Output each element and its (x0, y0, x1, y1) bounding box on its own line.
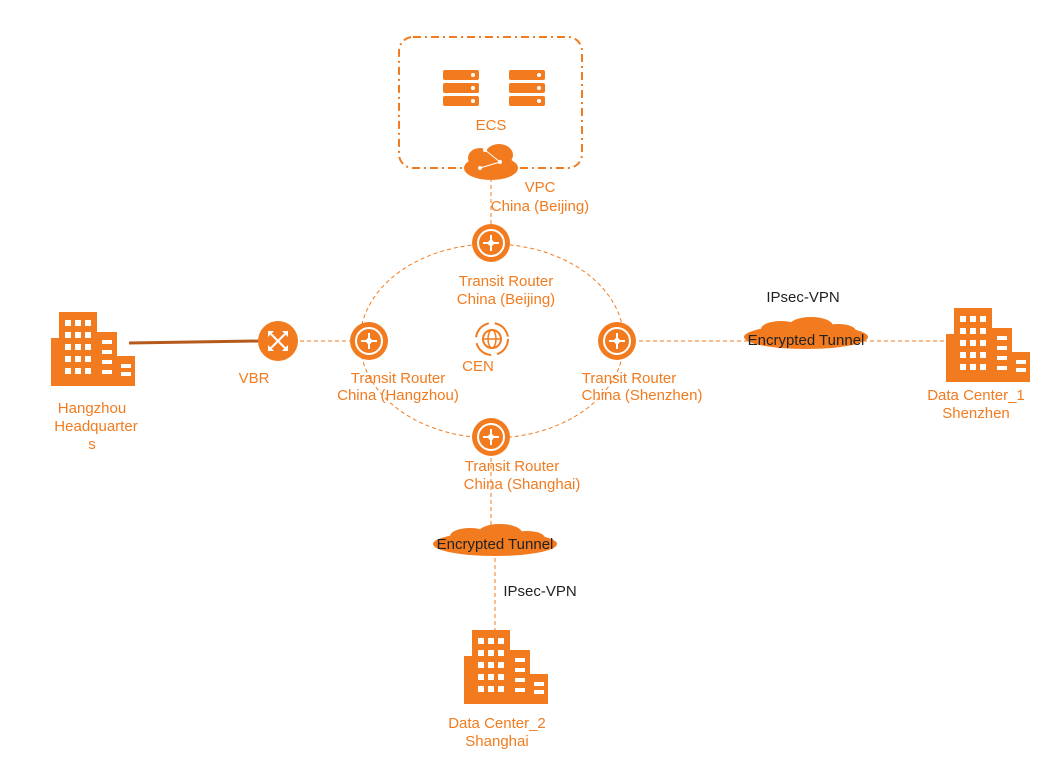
shanghai-dc-line2: Shanghai (465, 733, 528, 750)
vbr-icon (258, 321, 298, 361)
router-shenzhen-line1: Transit Router (582, 370, 676, 387)
connection-lines (300, 178, 948, 640)
shenzhen-vpn-label: IPsec-VPN (766, 289, 839, 306)
ecs-label: ECS (476, 117, 507, 134)
transit-router-shanghai-icon (471, 417, 511, 457)
router-hangzhou-line2: China (Hangzhou) (337, 387, 459, 404)
cen-label: CEN (462, 358, 494, 375)
transit-router-beijing-icon (471, 223, 511, 263)
hq-vbr-link (128, 339, 260, 345)
vbr-label: VBR (239, 370, 270, 387)
transit-router-shenzhen-icon (597, 321, 637, 361)
router-beijing-line1: Transit Router (459, 273, 553, 290)
vpc-cloud-icon (464, 144, 518, 180)
shanghai-dc-line1: Data Center_2 (448, 715, 546, 732)
server-icon (443, 70, 479, 106)
router-beijing-line2: China (Beijing) (457, 291, 555, 308)
building-icon (51, 312, 135, 386)
hq-line1: Hangzhou (58, 400, 126, 417)
hq-line3: s (88, 436, 96, 453)
building-icon (464, 630, 548, 704)
hq-line2: Headquarter (54, 418, 137, 435)
shenzhen-dc-line1: Data Center_1 (927, 387, 1025, 404)
building-icon (946, 308, 1030, 382)
router-hangzhou-line1: Transit Router (351, 370, 445, 387)
vpc-region-label: China (Beijing) (491, 198, 589, 215)
router-shanghai-line1: Transit Router (465, 458, 559, 475)
shenzhen-tunnel-label: Encrypted Tunnel (748, 332, 865, 349)
router-shenzhen-line2: China (Shenzhen) (582, 387, 703, 404)
shanghai-vpn-label: IPsec-VPN (503, 583, 576, 600)
shanghai-tunnel-label: Encrypted Tunnel (437, 536, 554, 553)
vpc-label: VPC (525, 179, 556, 196)
shenzhen-dc-line2: Shenzhen (942, 405, 1010, 422)
transit-router-hangzhou-icon (349, 321, 389, 361)
router-shanghai-line2: China (Shanghai) (464, 476, 581, 493)
cen-icon (475, 322, 509, 356)
server-icon (509, 70, 545, 106)
